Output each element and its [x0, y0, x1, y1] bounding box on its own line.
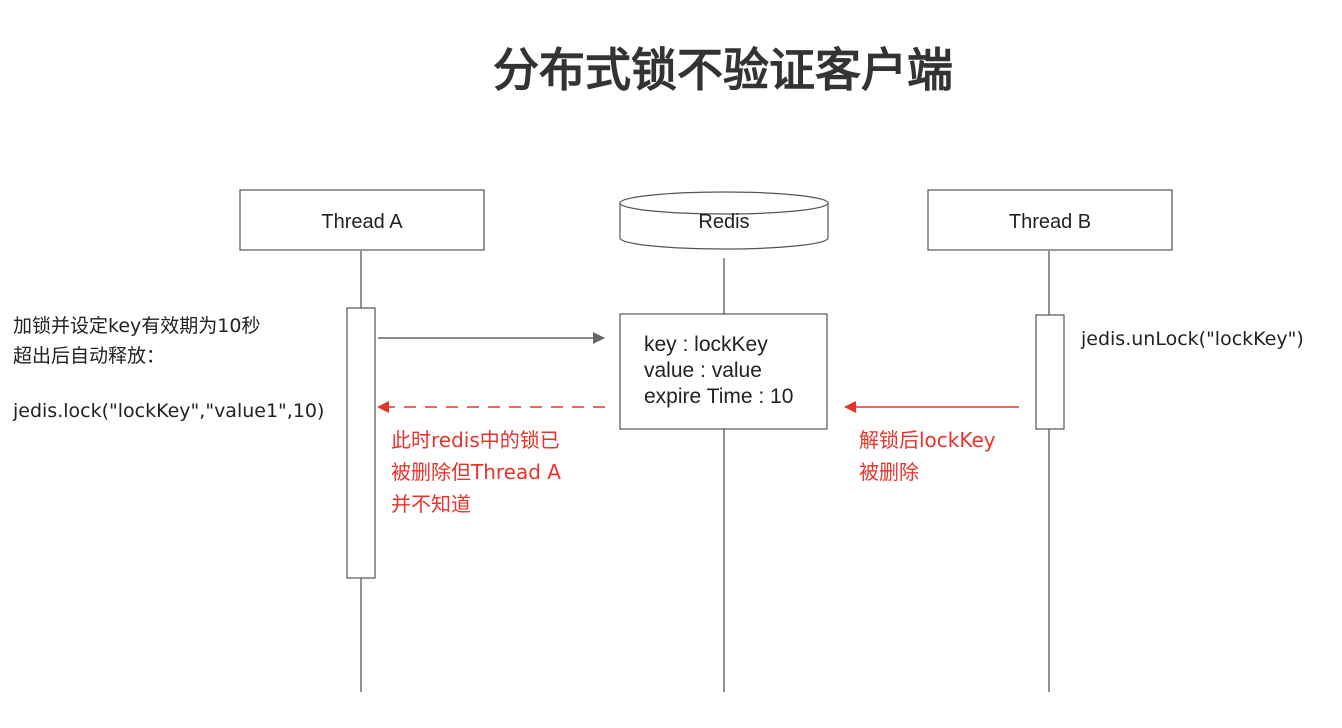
red-note-right-line1: 解锁后lockKey	[859, 428, 996, 452]
red-note-left-line2: 被删除但Thread A	[391, 460, 561, 484]
redis-label: Redis	[698, 211, 749, 233]
redis-cylinder-body	[619, 203, 829, 250]
thread-a-note-line1: 加锁并设定key有效期为10秒	[13, 315, 260, 337]
redis-entry-key: key : lockKey	[644, 333, 768, 356]
red-note-left-line1: 此时redis中的锁已	[391, 428, 560, 452]
red-note-left: 此时redis中的锁已 被删除但Thread A 并不知道	[391, 428, 561, 516]
thread-a-activation	[346, 307, 376, 579]
redis-entry-box: key : lockKey value : value expire Time …	[619, 313, 828, 430]
thread-b-label: Thread B	[1009, 211, 1091, 233]
thread-a-note-line3: jedis.lock("lockKey","value1",10)	[12, 400, 324, 422]
participant-thread-a: Thread A	[239, 189, 485, 251]
thread-b-note: jedis.unLock("lockKey")	[1080, 328, 1304, 350]
thread-b-box	[927, 189, 1173, 251]
thread-a-note-line2: 超出后自动释放：	[13, 345, 165, 367]
redis-entry-frame	[619, 313, 828, 430]
thread-a-box	[239, 189, 485, 251]
participant-redis: Redis	[619, 191, 829, 250]
diagram-title: 分布式锁不验证客户端	[493, 43, 953, 97]
red-note-right-line2: 被删除	[859, 460, 919, 484]
red-note-right: 解锁后lockKey 被删除	[859, 428, 996, 484]
red-note-left-line3: 并不知道	[391, 492, 471, 516]
redis-entry-expire: expire Time : 10	[644, 385, 793, 408]
redis-entry-value: value : value	[644, 359, 762, 382]
thread-a-note: 加锁并设定key有效期为10秒 超出后自动释放： jedis.lock("loc…	[12, 315, 324, 422]
thread-a-label: Thread A	[321, 211, 403, 233]
thread-b-activation	[1035, 314, 1065, 430]
redis-cylinder-top	[619, 191, 829, 215]
participant-thread-b: Thread B	[927, 189, 1173, 251]
